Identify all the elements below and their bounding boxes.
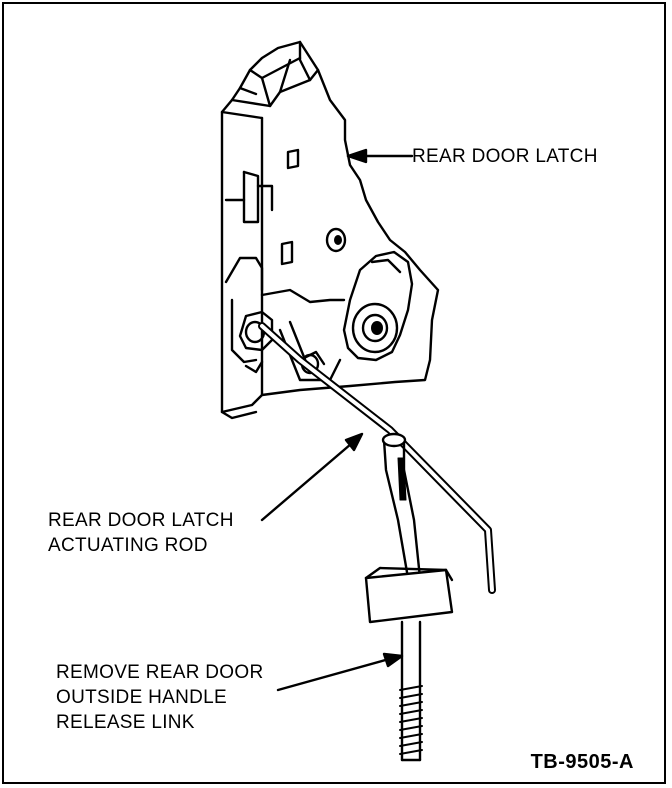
- leader-latch: [346, 148, 414, 164]
- label-actuating-rod: REAR DOOR LATCH ACTUATING ROD: [48, 508, 234, 558]
- label-line: REAR DOOR LATCH: [48, 510, 234, 531]
- rear-door-latch-body: [220, 40, 440, 420]
- thread-lines: [399, 685, 423, 755]
- label-line: REMOVE REAR DOOR: [56, 662, 264, 683]
- actuating-rod: [258, 322, 496, 594]
- leader-rod: [260, 432, 364, 522]
- label-line: RELEASE LINK: [56, 712, 195, 733]
- outside-handle-release-link: [364, 432, 454, 762]
- label-release-link: REMOVE REAR DOOR OUTSIDE HANDLE RELEASE …: [56, 660, 264, 735]
- leader-link: [276, 652, 404, 692]
- label-line: REAR DOOR LATCH: [412, 146, 598, 167]
- label-line: ACTUATING ROD: [48, 535, 208, 556]
- label-line: OUTSIDE HANDLE: [56, 687, 228, 708]
- label-rear-door-latch: REAR DOOR LATCH: [412, 144, 598, 169]
- figure-reference: TB-9505-A: [530, 751, 634, 773]
